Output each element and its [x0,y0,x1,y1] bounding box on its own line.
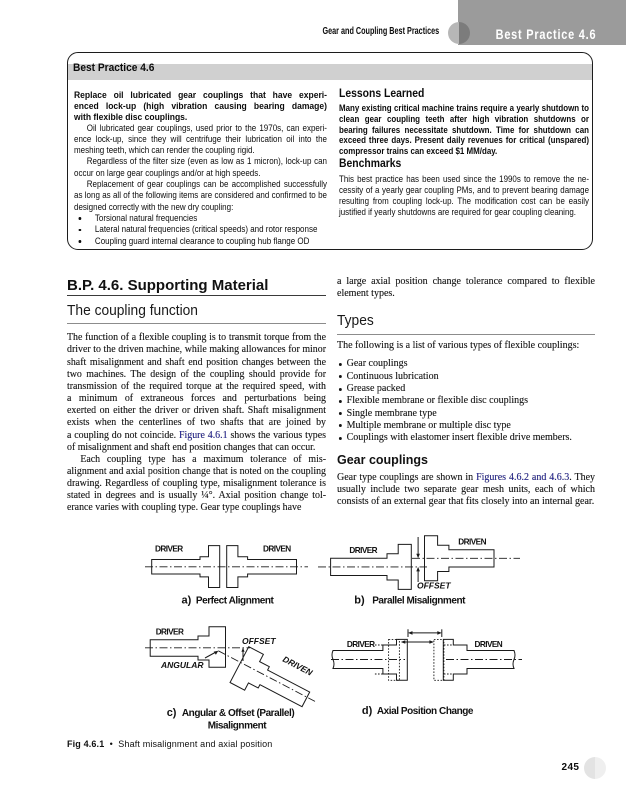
svg-text:OFFSET: OFFSET [242,636,276,646]
svg-text:Misalignment: Misalignment [208,720,268,731]
svg-text:DRIVER: DRIVER [347,640,375,649]
svg-text:DRIVEN: DRIVEN [281,654,315,678]
svg-text:DRIVEN: DRIVEN [475,640,503,649]
svg-text:DRIVER: DRIVER [155,545,183,554]
svg-text:DRIVER: DRIVER [349,546,377,555]
svg-text:ANGULAR: ANGULAR [160,660,204,670]
svg-text:OFFSET: OFFSET [417,581,451,591]
svg-text:c): c) [167,707,177,719]
svg-text:DRIVER: DRIVER [156,628,184,637]
svg-text:b): b) [354,595,365,607]
svg-text:a): a) [182,595,192,607]
svg-text:DRIVEN: DRIVEN [263,545,291,554]
svg-text:Perfect Alignment: Perfect Alignment [196,596,275,607]
svg-text:Angular & Offset (Parallel): Angular & Offset (Parallel) [182,708,294,719]
svg-text:DRIVEN: DRIVEN [458,537,486,546]
svg-text:d): d) [362,705,373,717]
svg-text:Axial Position Change: Axial Position Change [377,706,474,717]
svg-text:Parallel Misalignment: Parallel Misalignment [372,596,466,607]
